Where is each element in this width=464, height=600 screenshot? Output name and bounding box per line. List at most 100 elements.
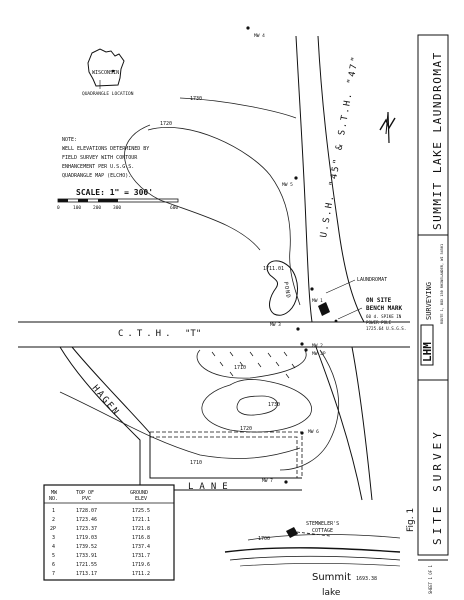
well-label: MW 1 — [312, 298, 323, 304]
svg-text:1737.4: 1737.4 — [132, 544, 150, 550]
bench-mark-desc: POWER POLE — [366, 320, 392, 325]
contour-label: 1730 — [268, 402, 280, 408]
table-row: 2P 1723.37 1721.8 — [50, 526, 150, 532]
hagen-lane-road: HAGEN LANE — [59, 346, 302, 492]
svg-text:1723.46: 1723.46 — [76, 517, 97, 523]
monitoring-well: MW 5 — [282, 176, 298, 188]
hagen-label: HAGEN — [90, 384, 122, 419]
well-data-table: MW NO. TOP OF PVC GROUND ELEV 1 1728.07 … — [43, 484, 175, 581]
svg-text:LHM: LHM — [421, 342, 434, 362]
svg-text:1716.8: 1716.8 — [132, 535, 150, 541]
svg-text:1721.8: 1721.8 — [132, 526, 150, 532]
figure-label: Fig. 1 — [406, 508, 416, 532]
scale-tick: 100 — [73, 205, 81, 211]
wisconsin-label: WISCONSIN — [92, 70, 119, 76]
pond: POND 1711.01 — [263, 260, 298, 316]
svg-text:1721.55: 1721.55 — [76, 562, 97, 568]
well-label: MW 7 — [262, 478, 273, 484]
map-title: SUMMIT LAKE LAUNDROMAT — [431, 51, 444, 230]
well-label: MW 2 — [312, 343, 323, 349]
svg-text:1719.03: 1719.03 — [76, 535, 97, 541]
table-row: 3 1719.03 1716.8 — [52, 535, 150, 541]
table-row: 7 1713.17 1711.2 — [52, 571, 150, 577]
bench-mark: ON SITE BENCH MARK 60 d. SPIKE IN POWER … — [334, 297, 406, 331]
contour-label: 1710 — [234, 365, 246, 371]
firm-name: SURVEYING — [425, 282, 433, 320]
svg-text:1723.37: 1723.37 — [76, 526, 97, 532]
stemwelers-cottage: STEMWELER'S COTTAGE — [286, 521, 339, 538]
svg-text:1719.6: 1719.6 — [132, 562, 150, 568]
lake-name-2: lake — [322, 588, 341, 598]
well-label: MW 4 — [254, 33, 265, 39]
quadrangle-caption: QUADRANGLE LOCATION — [82, 91, 134, 97]
firm-logo: LHM — [420, 324, 434, 366]
table-row: 2 1723.46 1721.1 — [52, 517, 150, 523]
cth-t-road: C.T.H. "T" — [18, 321, 410, 348]
contour-label: 1700 — [258, 536, 270, 542]
scale-tick: 0 — [57, 205, 60, 211]
contour-label: 1720 — [240, 426, 252, 432]
note-line: ENHANCEMENT PER U.S.G.S. — [62, 164, 134, 170]
svg-text:1728.07: 1728.07 — [76, 508, 97, 514]
cottage-building-icon — [286, 527, 298, 538]
table-row: 4 1739.52 1737.4 — [52, 544, 150, 550]
table-header: NO. — [49, 496, 58, 502]
svg-text:1: 1 — [52, 508, 55, 514]
monitoring-well: MW 2P — [304, 348, 326, 357]
svg-text:2P: 2P — [50, 526, 56, 532]
well-label: MW 6 — [308, 429, 319, 435]
firm-address: ROUTE 1, BOX 150 RHINELANDER, WI 54501 — [440, 244, 444, 324]
bench-mark-desc: 1725.64 U.S.G.S. — [366, 326, 406, 331]
wisconsin-inset: WISCONSIN QUADRANGLE LOCATION — [82, 48, 134, 97]
monitoring-well: MW 1 — [310, 287, 323, 304]
well-label: MW 3 — [270, 322, 281, 328]
bench-mark-title2: BENCH MARK — [366, 305, 403, 312]
lane-label: LANE — [188, 482, 234, 492]
svg-text:1739.52: 1739.52 — [76, 544, 97, 550]
svg-text:2: 2 — [52, 517, 55, 523]
svg-text:6: 6 — [52, 562, 55, 568]
lake-name: Summit — [312, 572, 351, 583]
scale-tick: 600 — [170, 205, 178, 211]
svg-text:1713.17: 1713.17 — [76, 571, 97, 577]
note-heading: NOTE: — [62, 137, 77, 143]
svg-text:7: 7 — [52, 571, 55, 577]
summit-lake: Summit 1693.38 lake — [224, 547, 401, 598]
contour-label: 1710 — [190, 460, 202, 466]
well-label: MW 2P — [312, 351, 326, 357]
laundromat-building-icon — [318, 302, 330, 316]
scale-bar: SCALE: 1" = 300' 0 100 200 300 600 — [57, 188, 178, 211]
table-header: PVC — [82, 496, 91, 502]
scale-tick: 300 — [113, 205, 121, 211]
table-row: 5 1733.91 1731.7 — [52, 553, 150, 559]
cottage-label: STEMWELER'S — [306, 521, 339, 527]
scale-label: SCALE: 1" = 300' — [76, 188, 153, 197]
note-line: WELL ELEVATIONS DETERMINED BY — [62, 146, 149, 152]
cth-label: C.T.H. — [118, 329, 175, 339]
svg-text:1721.1: 1721.1 — [132, 517, 150, 523]
highway-label: U.S.H. "45" & S.T.H. "47" — [319, 54, 361, 238]
title-block: SUMMIT LAKE LAUNDROMAT SITE SURVEY LHM S… — [406, 34, 449, 594]
svg-text:3: 3 — [52, 535, 55, 541]
svg-text:1731.7: 1731.7 — [132, 553, 150, 559]
bench-mark-desc: 60 d. SPIKE IN — [366, 314, 402, 319]
monitoring-well: MW 3 — [270, 322, 300, 331]
laundromat: LAUNDROMAT — [318, 277, 387, 316]
svg-text:5: 5 — [52, 553, 55, 559]
quadrangle-location-marker — [111, 69, 115, 73]
monitoring-well: MW 6 — [300, 429, 319, 435]
svg-text:1725.5: 1725.5 — [132, 508, 150, 514]
wisconsin-outline — [87, 48, 125, 87]
cottage-label: COTTAGE — [312, 528, 333, 534]
cth-name: "T" — [185, 329, 201, 339]
contour-lines: 1730 1720 1710 1730 1720 1710 1700 1710 — [59, 96, 401, 542]
well-label: MW 5 — [282, 182, 293, 188]
pond-elevation: 1711.01 — [263, 266, 284, 272]
note-line: FIELD SURVEY WITH CONTOUR — [62, 155, 138, 161]
sheet-info: SHEET 1 OF 1 — [428, 565, 433, 594]
marsh-hachures — [211, 351, 296, 379]
monitoring-well: MW 7 — [262, 478, 288, 484]
bench-mark-title: ON SITE — [366, 297, 392, 304]
monitoring-wells: MW 4 MW 5 MW 1 MW 3 MW 2 MW 2P MW 6 MW — [246, 26, 326, 484]
north-arrow-icon — [379, 111, 396, 144]
